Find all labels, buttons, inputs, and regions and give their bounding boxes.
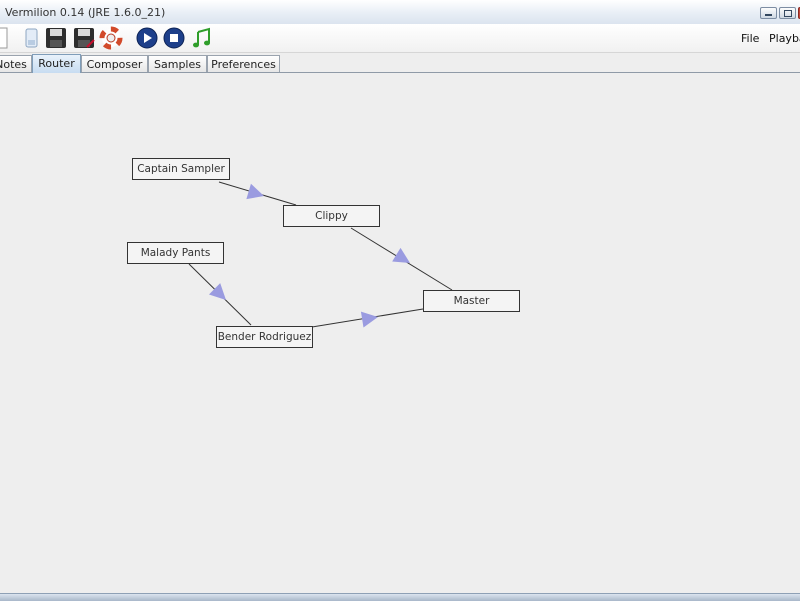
router-canvas[interactable]: Captain Sampler Clippy Malady Pants Bend… (0, 73, 800, 593)
tab-preferences[interactable]: Preferences (207, 55, 280, 72)
help-lifebuoy-icon (99, 26, 123, 50)
edge-bender-rodriguez-master (311, 308, 424, 328)
toolbar: File Playba (0, 24, 800, 53)
help-button[interactable] (99, 26, 123, 50)
play-button[interactable] (135, 26, 159, 50)
edge-arrow (392, 247, 410, 263)
tab-notes[interactable]: Notes (0, 55, 32, 72)
node-master[interactable]: Master (423, 290, 520, 312)
edge-arrow (208, 283, 226, 300)
edge-arrow (360, 311, 378, 328)
stop-icon (163, 27, 185, 49)
maximize-button[interactable] (779, 7, 796, 19)
router-edges (188, 181, 453, 328)
tab-composer[interactable]: Composer (81, 55, 148, 72)
tab-bar: Notes Router Composer Samples Preference… (0, 54, 800, 73)
minimize-button[interactable] (760, 7, 777, 19)
node-bender-rodriguez[interactable]: Bender Rodriguez (216, 326, 313, 348)
open-file-icon (25, 28, 38, 48)
edge-arrow (246, 183, 264, 200)
new-document-button[interactable] (0, 26, 10, 50)
stop-button[interactable] (162, 26, 186, 50)
window-bottom-edge (0, 593, 800, 601)
node-clippy[interactable]: Clippy (283, 205, 380, 227)
open-file-button[interactable] (19, 26, 43, 50)
play-icon (136, 27, 158, 49)
music-note-button[interactable] (190, 26, 214, 50)
tab-router[interactable]: Router (32, 54, 81, 73)
window-title: Vermilion 0.14 (JRE 1.6.0_21) (5, 6, 166, 19)
tab-samples[interactable]: Samples (148, 55, 207, 72)
close-button[interactable] (798, 7, 800, 19)
save-as-button[interactable] (72, 26, 96, 50)
menu-playback[interactable]: Playba (769, 32, 800, 45)
save-button[interactable] (44, 26, 68, 50)
save-as-icon (74, 28, 95, 48)
save-icon (46, 28, 66, 48)
node-malady-pants[interactable]: Malady Pants (127, 242, 224, 264)
node-captain-sampler[interactable]: Captain Sampler (132, 158, 230, 180)
edge-captain-sampler-clippy (218, 181, 297, 206)
edge-clippy-master (350, 227, 453, 291)
new-document-icon (0, 27, 8, 49)
music-note-icon (193, 27, 210, 48)
title-bar: Vermilion 0.14 (JRE 1.6.0_21) (0, 0, 800, 25)
edge-malady-pants-bender-rodriguez (188, 263, 252, 326)
menu-file[interactable]: File (741, 32, 760, 45)
